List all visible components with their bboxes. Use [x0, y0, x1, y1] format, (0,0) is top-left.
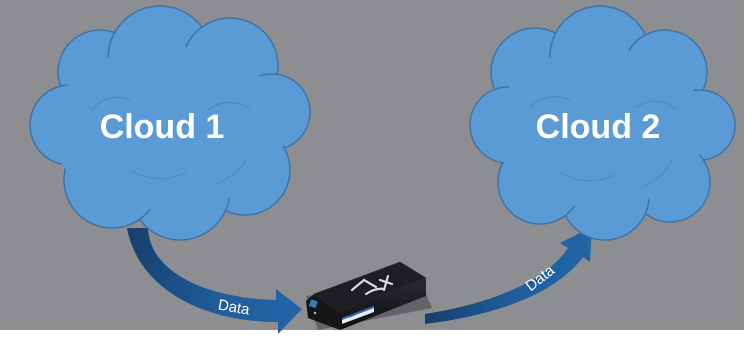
cloud-2: Cloud 2 — [469, 5, 736, 241]
cloud-1-label: Cloud 1 — [100, 108, 225, 146]
rdx-logo — [350, 274, 394, 296]
data-arrow-2 — [425, 227, 592, 324]
data-arrow-1 — [127, 228, 302, 334]
cloud-1: Cloud 1 — [29, 5, 311, 241]
rdx-cartridge: RDX — [306, 261, 432, 330]
arrow-1-label: Data — [217, 296, 252, 318]
svg-text:RDX: RDX — [348, 313, 355, 319]
cloud-2-label: Cloud 2 — [536, 108, 661, 146]
